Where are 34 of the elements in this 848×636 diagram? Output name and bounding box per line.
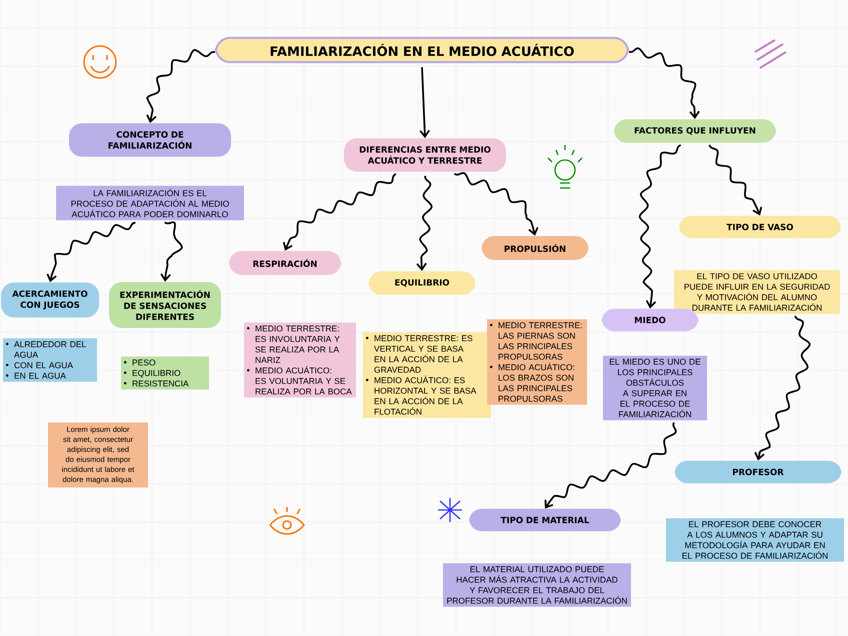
arrow (46, 222, 136, 282)
arrow (544, 422, 677, 509)
description-box: EL PROFESOR DEBE CONOCER A LOS ALUMNOS Y ADAPTAR SU METODOLOGÍA PARA AYUDAR EN EL PROCESO DE FAMILIARIZACIÓN (666, 518, 844, 562)
topic-pill: ACERCAMIENTO CON JUEGOS (1, 282, 99, 318)
description-box: EL MIEDO ES UNO DE LOS PRINCIPALES OBSTÁCULOS A SUPERAR EN EL PROCESO DE FAMILIARIZACIÓN (603, 356, 707, 420)
arrow (454, 172, 538, 236)
arrow (160, 221, 183, 282)
bullet-list-box: MEDIO TERRESTRE: ES INVOLUNTARIA Y SE REALIZA POR LA NARIZ MEDIO ACUÁTICO: ES VOLUNTARIA Y SE REALIZA POR LA BOCA (244, 322, 356, 398)
arrow (282, 173, 396, 251)
topic-pill: PROFESOR (674, 460, 842, 484)
arrow (146, 49, 216, 124)
topic-pill: EQUILIBRIO (368, 271, 476, 295)
arrow (638, 144, 682, 309)
topic-pill: TIPO DE MATERIAL (469, 508, 621, 532)
topic-pill: RESPIRACIÓN (229, 250, 341, 275)
arrow (754, 316, 811, 461)
bullet-list-box: MEDIO TERRESTRE: ES VERTICAL Y SE BASA EN LA ACCIÓN DE LA GRAVEDAD MEDIO ACUÁTICO: ES HORIZONTAL Y SE BASA EN LA ACCIÓN DE LA FLOTACIÓN (363, 332, 491, 418)
arrow (628, 47, 700, 120)
bullet-list-box: ALREDEDOR DEL AGUA CON EL AGUA EN EL AGUA (3, 338, 97, 382)
topic-pill: EXPERIMENTACIÓN DE SENSACIONES DIFERENTES (109, 282, 221, 328)
description-box: EL MATERIAL UTILIZADO PUEDE HACER MÁS ATRACTIVA LA ACTIVIDAD Y FAVORECER EL TRABAJO DEL PROFESOR DURANTE LA FAMILIARIZACIÓN (443, 563, 631, 607)
arrow (708, 144, 762, 216)
description-box: LA FAMILIARIZACIÓN ES EL PROCESO DE ADAPTACIÓN AL MEDIO ACUÁTICO PARA PODER DOMINARLO (56, 186, 244, 220)
bullet-list-box: PESO EQUILIBRIO RESISTENCIA (121, 356, 209, 390)
topic-pill: CONCEPTO DE FAMILIARIZACIÓN (69, 123, 231, 157)
arrow (420, 67, 430, 138)
topic-pill: PROPULSIÓN (482, 236, 588, 260)
topic-pill: TIPO DE VASO (679, 216, 841, 238)
topic-pill: DIFERENCIAS ENTRE MEDIO ACUÁTICO Y TERRESTRE (344, 138, 506, 172)
title-banner: FAMILIARIZACIÓN EN EL MEDIO ACUÁTICO (215, 36, 629, 64)
arrow (416, 176, 433, 272)
bullet-list-box: MEDIO TERRESTRE: LAS PIERNAS SON LAS PRINCIPALES PROPULSORAS MEDIO ACUÁTICO: LOS BRAZOS SON LAS PRINCIPALES PROPULSORAS (487, 319, 587, 405)
topic-pill: FACTORES QUE INFLUYEN (614, 119, 776, 143)
description-box: EL TIPO DE VASO UTILIZADO PUEDE INFLUIR EN LA SEGURIDAD Y MOTIVACIÓN DEL ALUMNO DURANTE LA FAMILIARIZACIÓN (674, 270, 840, 314)
